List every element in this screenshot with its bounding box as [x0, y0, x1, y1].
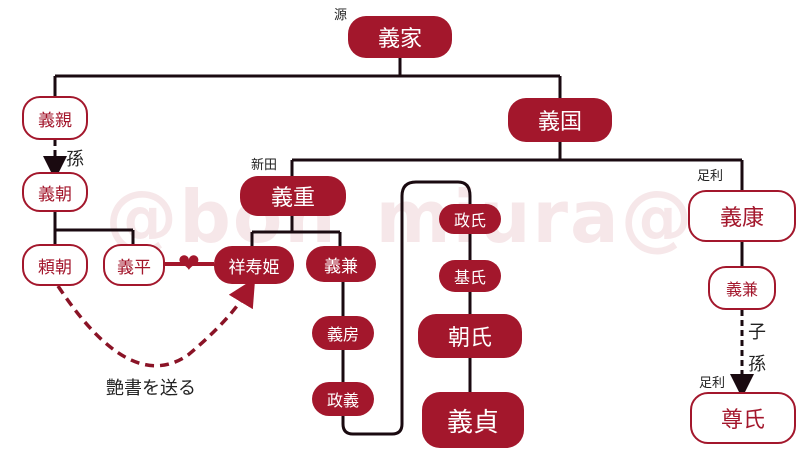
- node-motouji: 基氏: [439, 260, 501, 292]
- relation-descendants-label-1: 子: [748, 322, 766, 343]
- relation-grandson-label: 孫: [66, 149, 84, 170]
- node-shoujuhime: 祥寿姫: [214, 246, 294, 284]
- node-yoshikane-nitta: 義兼: [306, 246, 376, 282]
- clan-label-ashikaga-bottom: 足利: [699, 376, 726, 391]
- node-yoshihira: 義平: [103, 244, 165, 286]
- line-masayoshi-masauji: [341, 180, 472, 436]
- node-yoshikuni: 義国: [508, 98, 612, 142]
- node-yoshitomo: 義朝: [22, 172, 88, 212]
- node-yoshikane-ashikaga: 義兼: [708, 266, 776, 310]
- node-masauji: 政氏: [439, 204, 501, 234]
- node-yoshiyasu: 義康: [688, 190, 796, 242]
- node-takauji: 尊氏: [690, 392, 796, 444]
- node-yoshiie: 義家: [348, 16, 452, 58]
- heart-icon: ❤: [178, 249, 200, 279]
- relation-descendants-label-2: 孫: [748, 354, 766, 375]
- node-masayoshi: 政義: [312, 382, 374, 416]
- clan-label-ashikaga-top: 足利: [697, 169, 724, 184]
- line-love-letter-arc: [56, 277, 256, 368]
- node-yoshifusa: 義房: [312, 316, 374, 350]
- node-yoshishige: 義重: [240, 176, 346, 216]
- love-letter-label: 艶書を送る: [106, 378, 196, 399]
- clan-label-minamoto: 源: [334, 8, 348, 23]
- node-yoshichika: 義親: [22, 96, 88, 140]
- node-yoshisada: 義貞: [422, 392, 524, 448]
- node-tomouji: 朝氏: [418, 314, 522, 358]
- clan-label-nitta: 新田: [251, 158, 278, 173]
- watermark: @bon_miura@: [105, 175, 695, 259]
- node-yoritomo: 頼朝: [22, 244, 88, 286]
